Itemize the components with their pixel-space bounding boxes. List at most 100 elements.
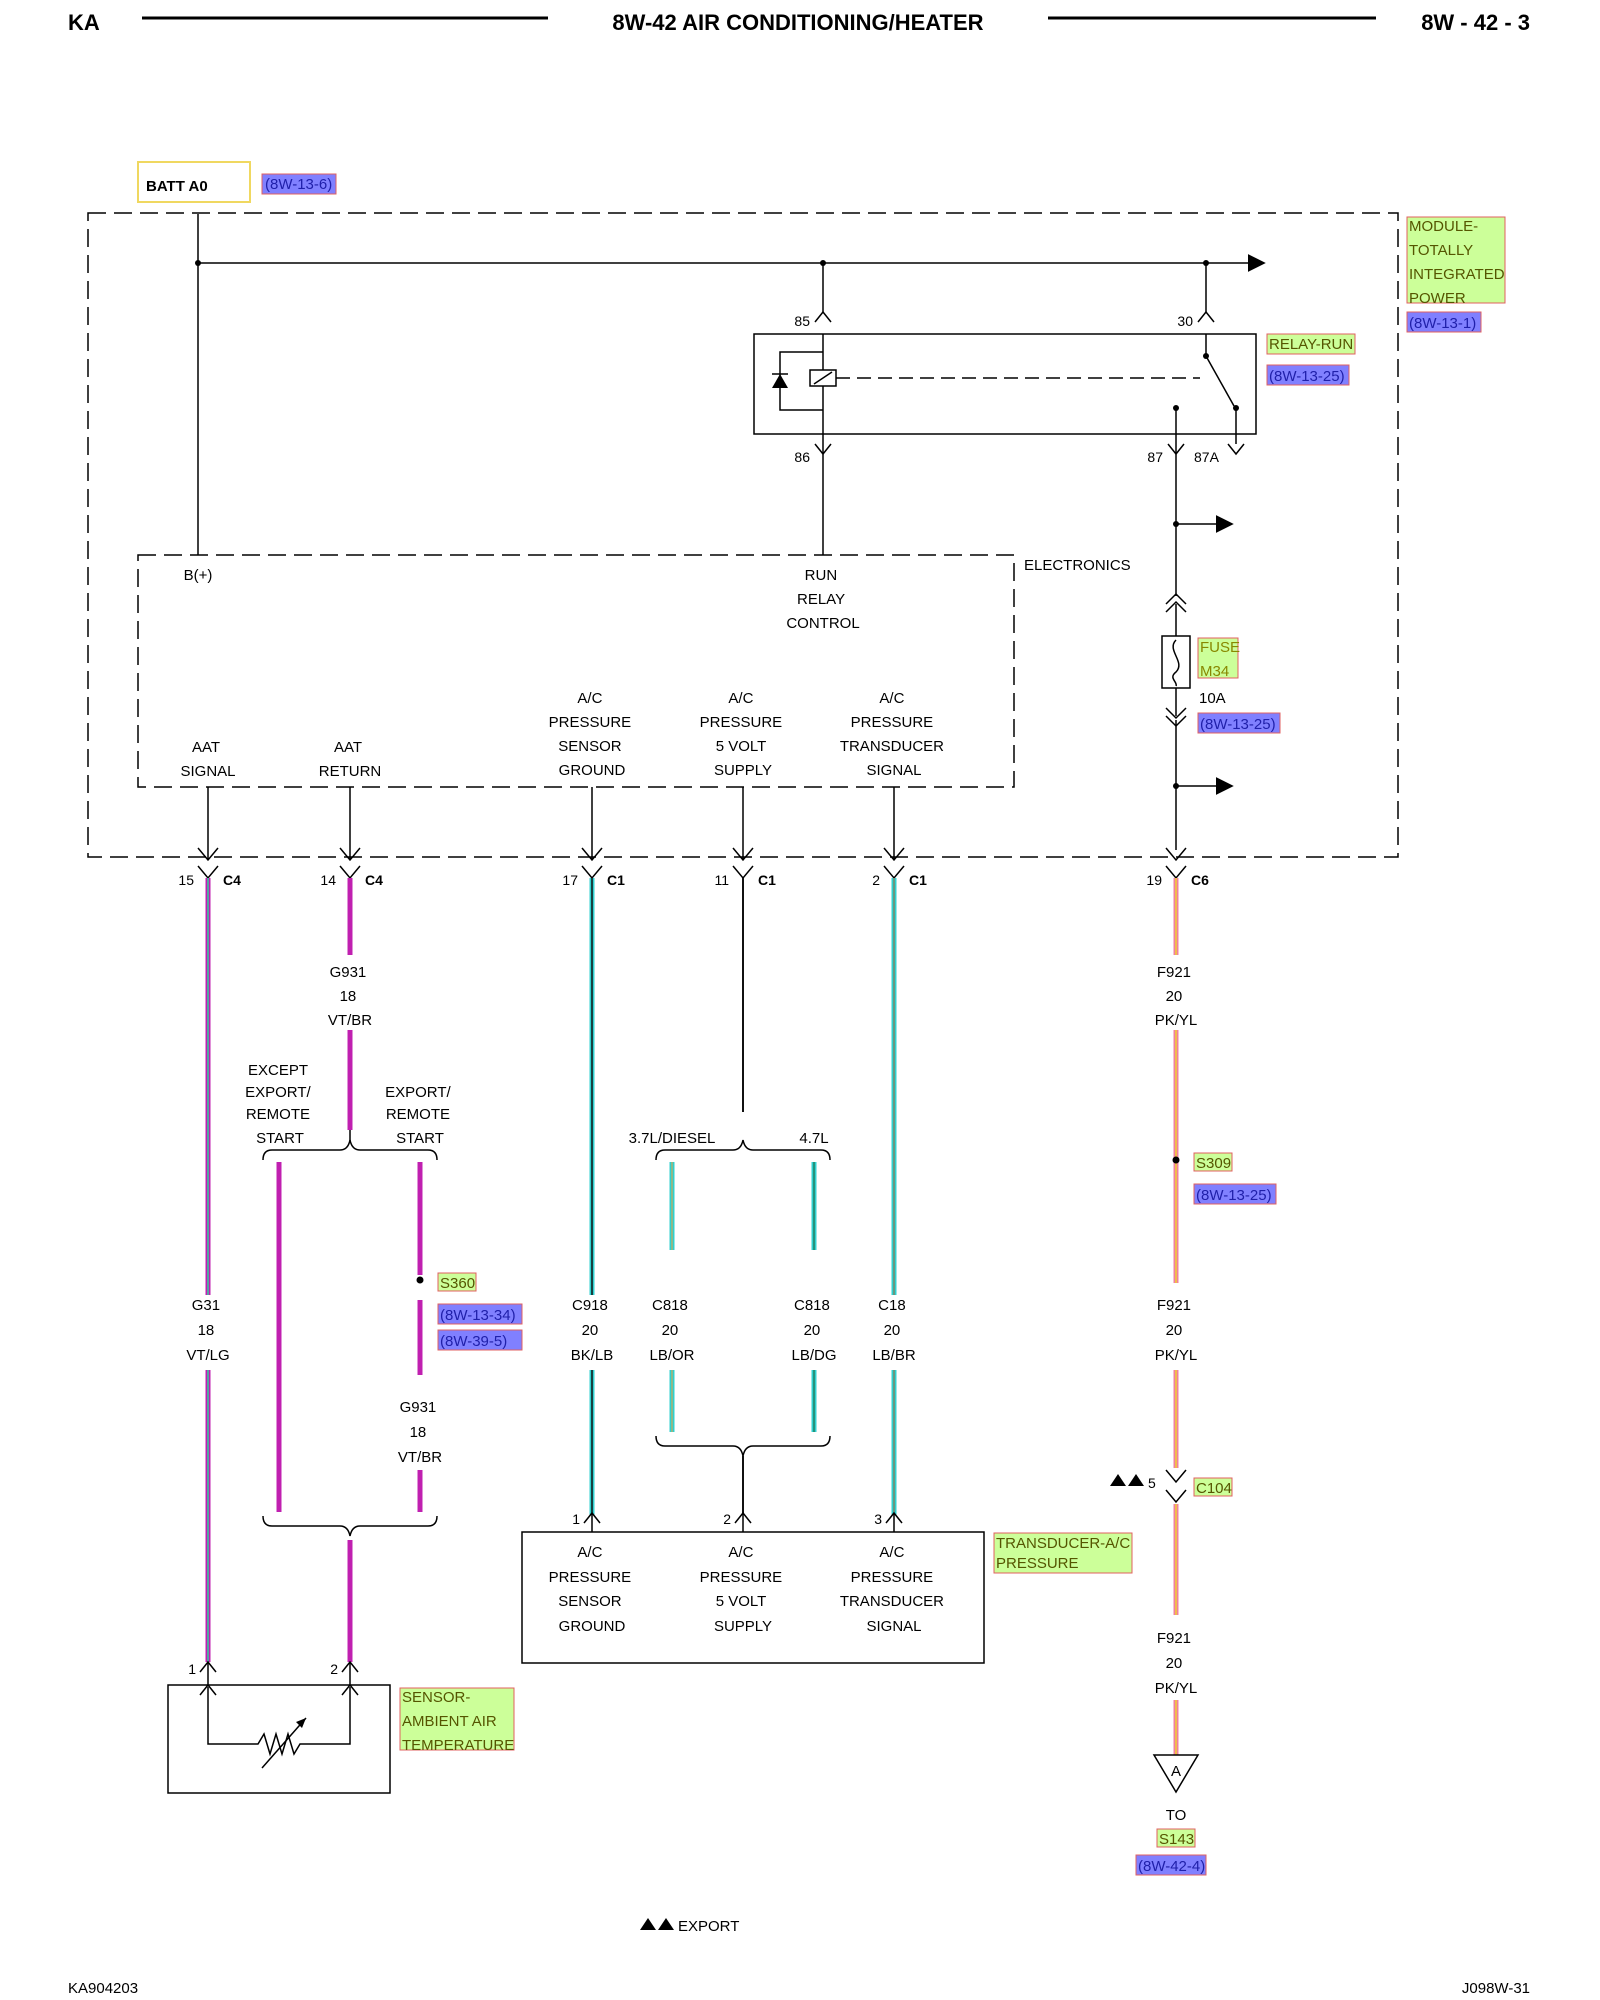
splice-s309-dot [1172, 1156, 1180, 1164]
tipm-name-tag[interactable] [1406, 216, 1506, 304]
transducer-name-tag[interactable] [993, 1532, 1133, 1574]
transducer-pin-2-label: 2 [723, 1511, 731, 1527]
fuse-m34-icon [1161, 635, 1191, 689]
fuse-ref-tag[interactable] [1197, 712, 1281, 734]
wire-label-f921-b: F921 20 PK/YL [1155, 1297, 1198, 1364]
s360-ref1-tag[interactable] [437, 1303, 523, 1325]
engine-47-label: 4.7L [799, 1130, 828, 1147]
s309-ref[interactable]: (8W-13-25) [1196, 1187, 1272, 1204]
relay-switch-blade [1205, 355, 1235, 407]
s143-ref-tag[interactable] [1135, 1854, 1207, 1876]
wire-label-c18: C18 20 LB/BR [872, 1297, 916, 1364]
s309-label[interactable]: S309 [1196, 1155, 1231, 1172]
relay-pin-87a: 87A [1194, 449, 1220, 465]
off-page-letter: A [1171, 1763, 1181, 1780]
thermistor-icon [199, 1683, 359, 1769]
header-right: 8W - 42 - 3 [1421, 10, 1530, 35]
s360-ref1[interactable]: (8W-13-34) [440, 1307, 516, 1324]
wire-label-c818-or: C818 20 LB/OR [649, 1297, 694, 1364]
s309-tag[interactable] [1193, 1152, 1233, 1172]
batt-ref-tag[interactable] [261, 173, 337, 195]
conn-c1-c: C1 [909, 872, 927, 888]
fuse-ref[interactable]: (8W-13-25) [1200, 716, 1276, 733]
transducer-pin-2 [734, 1511, 752, 1532]
fuse-out-terminal-a [1165, 707, 1187, 720]
s360-label[interactable]: S360 [440, 1275, 475, 1292]
sensor-pin-2-label: 2 [330, 1661, 338, 1677]
transducer-pin-1-label: 1 [572, 1511, 580, 1527]
sensor-name[interactable]: SENSOR- AMBIENT AIR TEMPERATURE [402, 1689, 514, 1754]
footer-right: J098W-31 [1462, 1980, 1530, 1997]
conn-c4-a: C4 [223, 872, 241, 888]
five-volt-supply-label: A/C PRESSURE 5 VOLT SUPPLY [700, 690, 787, 779]
tipm-ref-tag[interactable] [1406, 311, 1482, 333]
s360-tag[interactable] [437, 1272, 477, 1292]
relay-pin-30: 30 [1177, 313, 1193, 329]
s309-ref-tag[interactable] [1193, 1183, 1277, 1205]
off-page-triangle-icon [1152, 1754, 1200, 1794]
to-label: TO [1166, 1807, 1187, 1824]
option-merge-lower [262, 1515, 438, 1537]
pin-2: 2 [872, 872, 880, 888]
relay-87a-dot [1233, 405, 1239, 411]
fuse-name-tag[interactable] [1197, 637, 1239, 679]
wire-label-c918: C918 20 BK/LB [571, 1297, 614, 1364]
relay-name-tag[interactable] [1266, 333, 1356, 355]
s143-ref[interactable]: (8W-42-4) [1138, 1858, 1205, 1875]
pin-19: 19 [1146, 872, 1162, 888]
relay-diode-icon [772, 374, 788, 388]
fuse-name[interactable]: FUSE M34 [1200, 639, 1244, 680]
conn-c1-b: C1 [758, 872, 776, 888]
tipm-ref[interactable]: (8W-13-1) [1409, 315, 1476, 332]
transducer-pin-3 [885, 1511, 903, 1532]
footer-left: KA904203 [68, 1980, 138, 1997]
batt-label: BATT A0 [146, 178, 208, 195]
connector-c6-19 [1165, 847, 1187, 880]
terminal-87a-icon [1227, 443, 1245, 456]
engine-split-upper [655, 1139, 831, 1161]
header-title: 8W-42 AIR CONDITIONING/HEATER [612, 10, 983, 35]
wire-label-f921-c: F921 20 PK/YL [1155, 1630, 1198, 1697]
relay-pin-87: 87 [1147, 449, 1163, 465]
relay-pin-86: 86 [794, 449, 810, 465]
s360-ref2-tag[interactable] [437, 1329, 523, 1351]
export-marker-c104-icon [1110, 1474, 1144, 1486]
connector-c104 [1165, 1469, 1187, 1504]
fuse-element [1172, 639, 1180, 687]
pin-14: 14 [320, 872, 336, 888]
s143-label[interactable]: S143 [1159, 1831, 1194, 1848]
option-export-remote: EXPORT/ REMOTE START [385, 1084, 455, 1147]
conn-c6: C6 [1191, 872, 1209, 888]
sensor-name-tag[interactable] [399, 1687, 515, 1751]
c104-label[interactable]: C104 [1196, 1480, 1232, 1497]
relay-pivot [1203, 353, 1209, 359]
splice-s360-dot [416, 1276, 424, 1284]
terminal-85-icon [814, 310, 832, 323]
terminal-30-icon [1197, 310, 1215, 323]
batt-ref[interactable]: (8W-13-6) [265, 176, 332, 193]
bplus-label: B(+) [184, 567, 213, 584]
wire-label-g931-upper: G931 18 VT/BR [328, 964, 372, 1029]
pin-11: 11 [714, 872, 729, 888]
relay-coil-slash [813, 371, 833, 385]
relay-name[interactable]: RELAY-RUN [1269, 336, 1353, 353]
fuse-rating: 10A [1199, 690, 1226, 707]
relay-ref-tag[interactable] [1266, 364, 1350, 386]
transducer-name[interactable]: TRANSDUCER-A/C PRESSURE [996, 1535, 1134, 1572]
relay-run-box [753, 333, 1257, 435]
c104-pin: 5 [1148, 1475, 1156, 1491]
engine-merge-lower [655, 1435, 831, 1457]
tipm-module-outline [87, 212, 1399, 858]
transducer-signal-label: A/C PRESSURE TRANSDUCER SIGNAL [840, 690, 948, 779]
relay-ref[interactable]: (8W-13-25) [1269, 368, 1345, 385]
electronics-outline [137, 554, 1015, 788]
c104-tag[interactable] [1193, 1477, 1233, 1497]
sensor-ground-label: A/C PRESSURE SENSOR GROUND [549, 690, 636, 779]
conn-c1-a: C1 [607, 872, 625, 888]
sensor-pin-1-label: 1 [188, 1661, 196, 1677]
tipm-name-line[interactable]: MODULE- TOTALLY INTEGRATED POWER [1409, 218, 1509, 307]
pin-17: 17 [562, 872, 578, 888]
s360-ref2[interactable]: (8W-39-5) [440, 1333, 507, 1350]
s143-tag[interactable] [1156, 1828, 1196, 1848]
